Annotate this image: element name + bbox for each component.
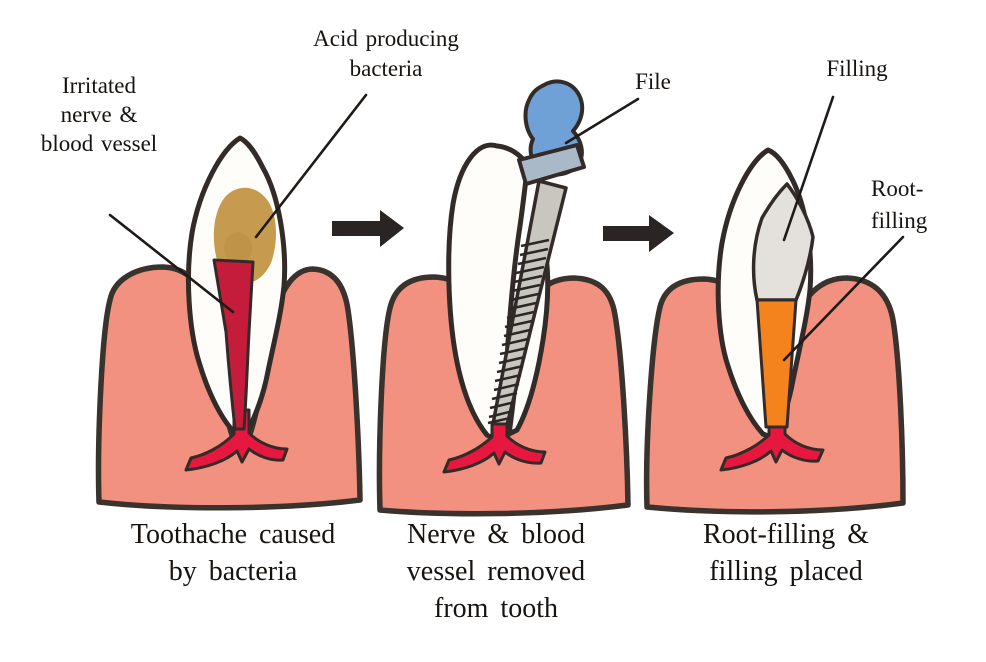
label-irritated-nerve: Irritated nerve & blood vessel: [40, 73, 158, 156]
leader-file: [564, 97, 640, 145]
arrow-step1-to-step2-icon: [332, 210, 404, 247]
panel-1-diseased-tooth: [95, 135, 363, 511]
leader-irritated-nerve: [108, 213, 235, 314]
panel-2-file-in-tooth: [376, 79, 631, 517]
blood-vessel-3: [719, 420, 825, 472]
arrow-step2-to-step3-icon: [603, 215, 674, 252]
irritated-nerve-canal: [212, 258, 255, 431]
label-filling: Filling: [826, 56, 888, 81]
panel-3-filled-tooth: [643, 147, 906, 515]
blood-vessel-2: [442, 422, 547, 474]
caption-step-3: Root-filling & filling placed: [703, 519, 869, 588]
root-filling-column: [755, 298, 798, 429]
label-root-filling: Root- filling: [871, 176, 928, 233]
bacteria-speckle: [224, 232, 252, 264]
leader-acid-bacteria: [254, 93, 368, 239]
blood-vessel-1: [184, 408, 289, 472]
leader-root-filling: [782, 235, 905, 362]
leader-filling: [782, 95, 835, 242]
caption-step-2: Nerve & blood vessel removed from tooth: [406, 519, 586, 625]
bacteria-spot: [213, 187, 277, 284]
label-acid-bacteria: Acid producing bacteria: [313, 26, 459, 82]
file-threads: [487, 238, 550, 425]
file-collar: [517, 143, 586, 186]
label-file: File: [635, 69, 671, 94]
caption-step-1: Toothache caused by bacteria: [130, 519, 336, 588]
